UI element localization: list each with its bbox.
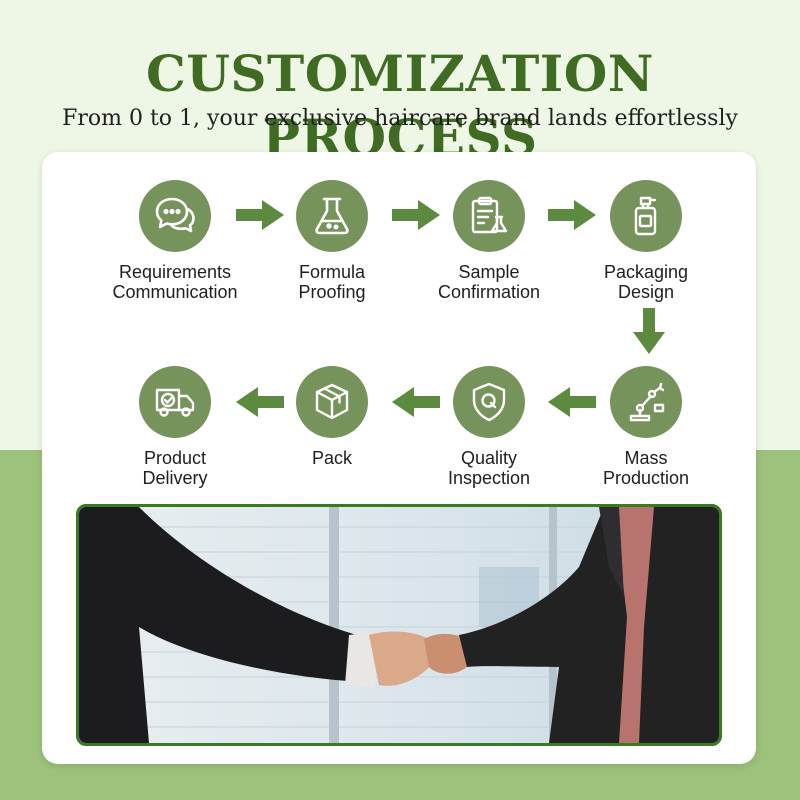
robot-arm-icon [610, 366, 682, 438]
arrow-right-icon [392, 200, 440, 230]
clipboard-flask-icon [453, 180, 525, 252]
flask-icon [296, 180, 368, 252]
chat-bubbles-icon [139, 180, 211, 252]
arrow-left-icon [392, 387, 440, 417]
page-subtitle: From 0 to 1, your exclusive haircare bra… [62, 106, 738, 131]
delivery-truck-icon [139, 366, 211, 438]
arrow-right-icon [236, 200, 284, 230]
pump-bottle-icon [610, 180, 682, 252]
box-icon [296, 366, 368, 438]
arrow-left-icon [236, 387, 284, 417]
step-label: Pack [311, 448, 353, 468]
step-pack: Pack [247, 366, 417, 468]
arrow-left-icon [548, 387, 596, 417]
shield-check-icon [453, 366, 525, 438]
arrow-down-icon [633, 308, 665, 354]
arrow-right-icon [548, 200, 596, 230]
handshake-photo [76, 504, 722, 746]
